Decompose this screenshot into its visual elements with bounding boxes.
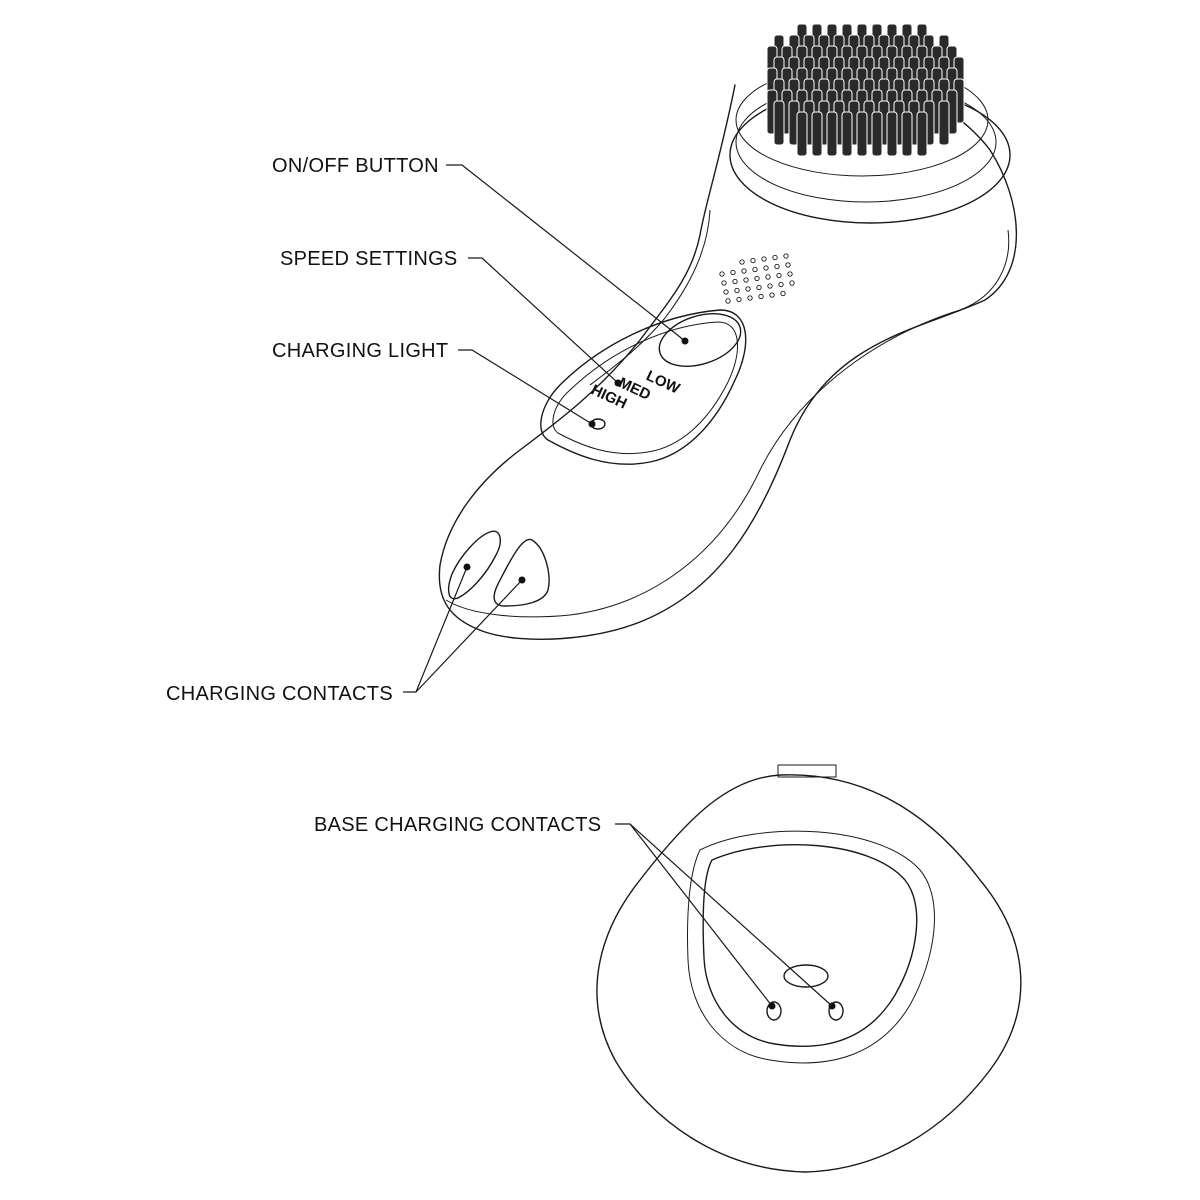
vent-hole xyxy=(723,289,729,295)
bristle xyxy=(826,111,838,157)
leader-base-contacts-b xyxy=(629,823,833,1007)
cleansing-brush-device: LOW MED HIGH xyxy=(438,23,1018,640)
vent-hole xyxy=(725,298,731,304)
bristle xyxy=(938,100,950,146)
vent-hole xyxy=(783,253,789,259)
leader-charging-contacts-dot-b xyxy=(518,576,526,584)
vent-hole xyxy=(747,295,753,301)
callout-speed-settings: SPEED SETTINGS xyxy=(280,248,458,270)
vent-hole xyxy=(734,287,740,294)
vent-hole xyxy=(763,265,769,271)
vent-hole xyxy=(754,275,760,282)
leader-base-contacts-a xyxy=(615,823,773,1007)
callout-labels: ON/OFF BUTTON SPEED SETTINGS CHARGING LI… xyxy=(166,155,601,836)
vent-hole xyxy=(767,283,773,289)
vent-grille xyxy=(719,253,795,304)
leader-on-off xyxy=(446,164,686,342)
vent-hole xyxy=(741,268,747,274)
vent-hole xyxy=(719,271,725,277)
vent-hole xyxy=(769,292,775,298)
bristle xyxy=(856,111,868,157)
bristle xyxy=(841,111,853,157)
base-top-tab xyxy=(777,764,837,778)
vent-hole xyxy=(787,271,793,277)
device-charging-contact-left xyxy=(447,530,501,600)
vent-hole xyxy=(745,286,751,292)
bristle xyxy=(871,111,883,157)
vent-hole xyxy=(758,293,764,300)
base-center-post xyxy=(783,964,829,988)
vent-hole xyxy=(730,269,736,276)
callout-base-charging-contacts: BASE CHARGING CONTACTS xyxy=(314,814,601,836)
callout-charging-light: CHARGING LIGHT xyxy=(272,340,448,362)
vent-hole xyxy=(774,263,780,270)
vent-hole xyxy=(789,280,795,286)
vent-hole xyxy=(772,254,778,261)
vent-hole xyxy=(756,284,762,291)
leader-speed-dot xyxy=(614,379,622,387)
bristle xyxy=(773,100,785,146)
vent-hole xyxy=(780,290,786,297)
leader-speed xyxy=(468,257,619,384)
vent-hole xyxy=(776,272,782,279)
vent-hole xyxy=(732,278,738,285)
base-outer-shell xyxy=(596,774,1022,1173)
leader-charging-contacts-dot-a xyxy=(463,563,471,571)
bristle xyxy=(901,111,913,157)
bristle xyxy=(886,111,898,157)
leader-on-off-dot xyxy=(681,337,689,345)
vent-hole xyxy=(778,281,784,288)
device-top-contour xyxy=(589,209,711,386)
vent-hole xyxy=(765,274,771,280)
leader-charging-contacts-a xyxy=(403,566,468,693)
base-cradle-outer xyxy=(687,830,935,1064)
device-body-outline xyxy=(438,69,1018,640)
bristle xyxy=(796,111,808,157)
brush-bristles xyxy=(766,23,965,157)
vent-hole xyxy=(752,266,758,273)
vent-hole xyxy=(736,296,742,303)
on-off-button[interactable] xyxy=(653,304,748,376)
leader-lines xyxy=(403,164,836,1010)
control-panel-recess xyxy=(540,309,747,465)
leader-charging-light xyxy=(458,349,593,425)
device-charging-contact-right xyxy=(493,538,550,607)
vent-hole xyxy=(761,256,767,262)
device-body-contour xyxy=(445,229,1010,618)
leader-base-contacts-dot-b xyxy=(828,1002,836,1010)
vent-hole xyxy=(750,257,756,264)
leader-charging-contacts-b xyxy=(415,579,523,693)
vent-hole xyxy=(785,262,791,268)
vent-hole xyxy=(739,259,745,265)
base-charging-contact-right xyxy=(828,1001,844,1021)
bristle xyxy=(811,111,823,157)
speed-settings-labels: LOW MED HIGH xyxy=(588,367,683,412)
base-cradle-inner xyxy=(702,844,918,1047)
leader-charging-light-dot xyxy=(588,420,596,428)
base-charging-contact-left xyxy=(766,1001,782,1021)
bristle xyxy=(916,111,928,157)
charging-base xyxy=(596,764,1022,1173)
vent-hole xyxy=(743,277,749,283)
callout-charging-contacts: CHARGING CONTACTS xyxy=(166,683,393,705)
callout-on-off-button: ON/OFF BUTTON xyxy=(272,155,439,177)
leader-base-contacts-dot-a xyxy=(768,1002,776,1010)
vent-hole xyxy=(721,280,727,286)
